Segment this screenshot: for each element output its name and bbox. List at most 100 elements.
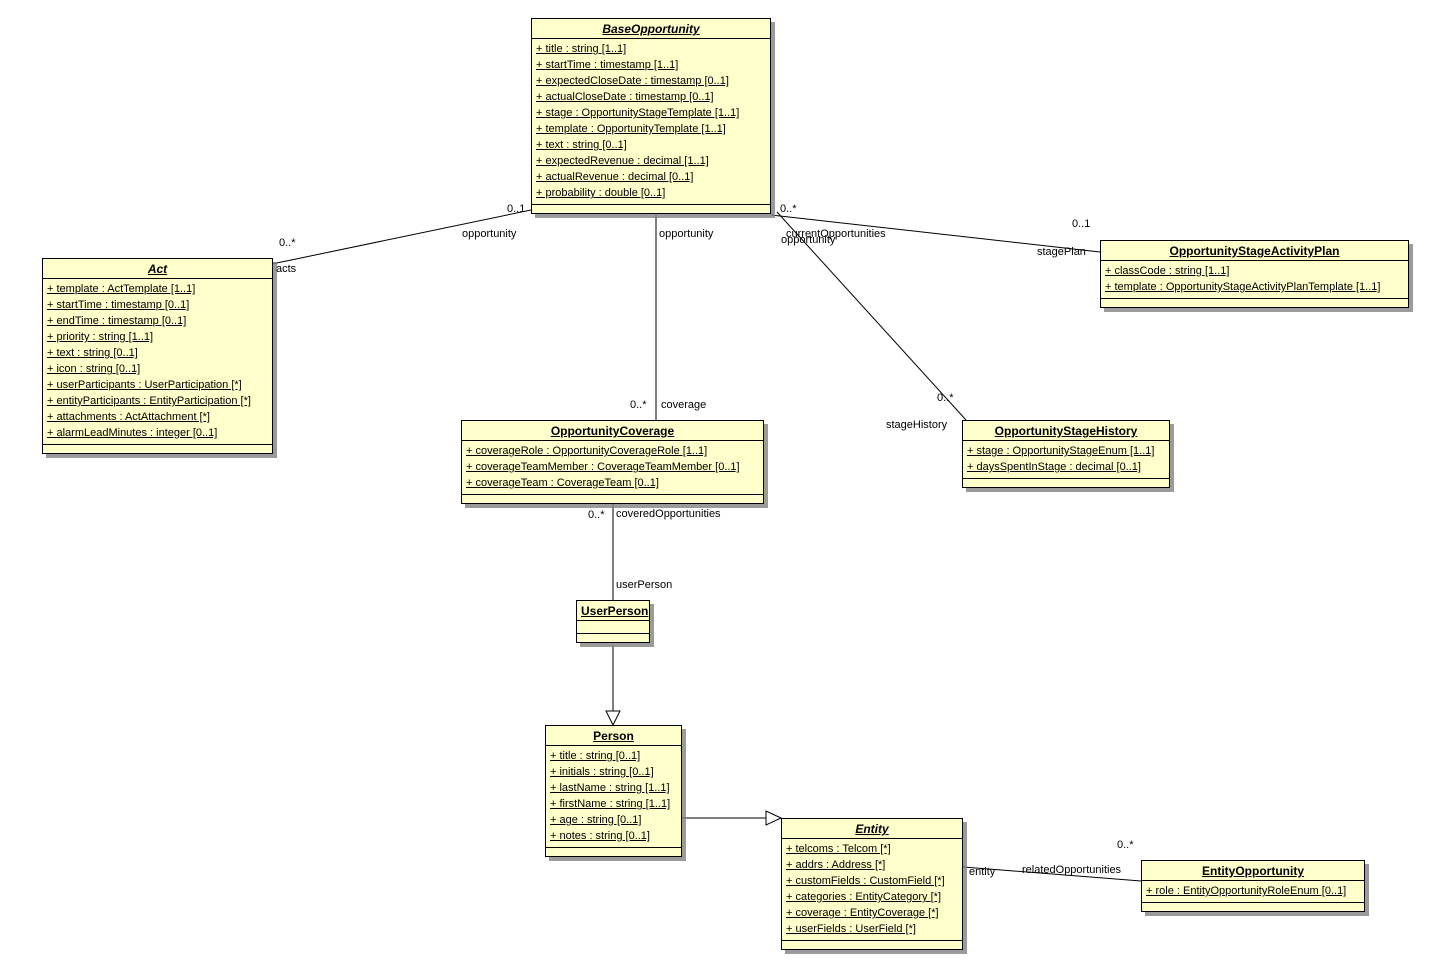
class-opportunitystagehistory[interactable]: OpportunityStageHistory + stage : Opport… xyxy=(962,420,1170,488)
attribute: + age : string [0..1] xyxy=(550,814,642,826)
operations-compartment xyxy=(1142,902,1364,911)
multiplicity-label-acts: 0..* xyxy=(279,237,296,249)
attributes-compartment: + coverageRole : OpportunityCoverageRole… xyxy=(462,441,763,494)
role-label-history-opportunity: opportunity xyxy=(781,234,836,246)
attribute: + startTime : timestamp [1..1] xyxy=(536,59,679,71)
attribute: + actualCloseDate : timestamp [0..1] xyxy=(536,91,714,103)
association-entity-entityopportunity[interactable] xyxy=(962,866,1142,882)
class-title: Entity xyxy=(782,819,962,839)
attribute: + userParticipants : UserParticipation [… xyxy=(47,379,242,391)
role-label-stageplan: stagePlan xyxy=(1037,246,1086,258)
class-act[interactable]: Act + template : ActTemplate [1..1] + st… xyxy=(42,258,273,454)
attributes-compartment xyxy=(577,621,649,633)
attribute: + template : OpportunityTemplate [1..1] xyxy=(536,123,726,135)
class-title: OpportunityStageHistory xyxy=(963,421,1169,441)
operations-compartment xyxy=(532,204,770,213)
attributes-compartment: + stage : OpportunityStageEnum [1..1] + … xyxy=(963,441,1169,478)
role-label-entity: entity xyxy=(969,866,996,878)
attribute: + telcoms : Telcom [*] xyxy=(786,843,891,855)
attribute: + text : string [0..1] xyxy=(47,347,138,359)
multiplicity-label-stageplan: 0..1 xyxy=(1072,218,1091,230)
role-label-act-opportunity: opportunity xyxy=(462,228,517,240)
attribute: + expectedCloseDate : timestamp [0..1] xyxy=(536,75,729,87)
class-title: OpportunityCoverage xyxy=(462,421,763,441)
operations-compartment xyxy=(1101,298,1408,307)
class-title: UserPerson xyxy=(577,601,649,621)
generalization-arrowhead-person xyxy=(605,710,621,727)
class-userperson[interactable]: UserPerson xyxy=(576,600,650,643)
association-baseopportunity-stageactivityplan[interactable] xyxy=(770,214,1101,253)
attribute: + probability : double [0..1] xyxy=(536,187,666,199)
role-label-currentopportunities: currentOpportunities xyxy=(786,228,886,240)
multiplicity-label-coverage: 0..* xyxy=(630,399,647,411)
class-person[interactable]: Person + title : string [0..1] + initial… xyxy=(545,725,682,857)
attributes-compartment: + template : ActTemplate [1..1] + startT… xyxy=(43,279,272,444)
class-title: EntityOpportunity xyxy=(1142,861,1364,881)
attribute: + startTime : timestamp [0..1] xyxy=(47,299,190,311)
association-act-baseopportunity[interactable] xyxy=(271,209,532,265)
attribute: + title : string [1..1] xyxy=(536,43,627,55)
attribute: + coverage : EntityCoverage [*] xyxy=(786,907,939,919)
attribute: + coverageTeamMember : CoverageTeamMembe… xyxy=(466,461,740,473)
multiplicity-label-act-opportunity: 0..1 xyxy=(507,203,526,215)
class-entity[interactable]: Entity + telcoms : Telcom [*] + addrs : … xyxy=(781,818,963,950)
attribute: + template : ActTemplate [1..1] xyxy=(47,283,196,295)
attribute: + actualRevenue : decimal [0..1] xyxy=(536,171,694,183)
association-baseopportunity-stagehistory[interactable] xyxy=(776,211,967,421)
attribute: + addrs : Address [*] xyxy=(786,859,886,871)
role-label-stagehistory: stageHistory xyxy=(886,419,948,431)
attributes-compartment: + role : EntityOpportunityRoleEnum [0..1… xyxy=(1142,881,1364,902)
operations-compartment xyxy=(546,847,681,856)
operations-compartment xyxy=(43,444,272,453)
attribute: + priority : string [1..1] xyxy=(47,331,154,343)
class-title: Person xyxy=(546,726,681,746)
multiplicity-label-stagehistory: 0..* xyxy=(937,392,954,404)
operations-compartment xyxy=(577,633,649,642)
attribute: + classCode : string [1..1] xyxy=(1105,265,1230,277)
attribute: + endTime : timestamp [0..1] xyxy=(47,315,187,327)
role-label-userperson: userPerson xyxy=(616,579,673,591)
attribute: + notes : string [0..1] xyxy=(550,830,650,842)
attribute: + entityParticipants : EntityParticipati… xyxy=(47,395,251,407)
role-label-relatedopportunities: relatedOpportunities xyxy=(1022,864,1122,876)
attribute: + userFields : UserField [*] xyxy=(786,923,916,935)
attribute: + icon : string [0..1] xyxy=(47,363,141,375)
attributes-compartment: + classCode : string [1..1] + template :… xyxy=(1101,261,1408,298)
attribute: + coverageRole : OpportunityCoverageRole… xyxy=(466,445,708,457)
generalization-arrowhead-entity xyxy=(765,810,783,826)
role-label-coverage: coverage xyxy=(661,399,707,411)
attributes-compartment: + title : string [1..1] + startTime : ti… xyxy=(532,39,770,204)
attribute: + attachments : ActAttachment [*] xyxy=(47,411,210,423)
attribute: + template : OpportunityStageActivityPla… xyxy=(1105,281,1381,293)
class-title: OpportunityStageActivityPlan xyxy=(1101,241,1408,261)
attribute: + daysSpentInStage : decimal [0..1] xyxy=(967,461,1141,473)
role-label-acts: acts xyxy=(276,263,297,275)
attributes-compartment: + telcoms : Telcom [*] + addrs : Address… xyxy=(782,839,962,940)
class-opportunitystageactivityplan[interactable]: OpportunityStageActivityPlan + classCode… xyxy=(1100,240,1409,308)
attribute: + expectedRevenue : decimal [1..1] xyxy=(536,155,709,167)
class-entityopportunity[interactable]: EntityOpportunity + role : EntityOpportu… xyxy=(1141,860,1365,912)
attribute: + initials : string [0..1] xyxy=(550,766,654,778)
attribute: + role : EntityOpportunityRoleEnum [0..1… xyxy=(1146,885,1347,897)
role-label-coverage-opportunity: opportunity xyxy=(659,228,714,240)
operations-compartment xyxy=(462,494,763,503)
multiplicity-label-coveredopportunities: 0..* xyxy=(588,509,605,521)
attribute: + customFields : CustomField [*] xyxy=(786,875,945,887)
class-opportunitycoverage[interactable]: OpportunityCoverage + coverageRole : Opp… xyxy=(461,420,764,504)
operations-compartment xyxy=(963,478,1169,487)
attribute: + lastName : string [1..1] xyxy=(550,782,670,794)
role-label-coveredopportunities: coveredOpportunities xyxy=(616,508,721,520)
attribute: + text : string [0..1] xyxy=(536,139,627,151)
attribute: + stage : OpportunityStageEnum [1..1] xyxy=(967,445,1155,457)
class-baseopportunity[interactable]: BaseOpportunity + title : string [1..1] … xyxy=(531,18,771,214)
attribute: + firstName : string [1..1] xyxy=(550,798,671,810)
attribute: + alarmLeadMinutes : integer [0..1] xyxy=(47,427,218,439)
attribute: + coverageTeam : CoverageTeam [0..1] xyxy=(466,477,659,489)
attribute: + title : string [0..1] xyxy=(550,750,641,762)
attribute: + stage : OpportunityStageTemplate [1..1… xyxy=(536,107,740,119)
operations-compartment xyxy=(782,940,962,949)
class-title: Act xyxy=(43,259,272,279)
class-title: BaseOpportunity xyxy=(532,19,770,39)
